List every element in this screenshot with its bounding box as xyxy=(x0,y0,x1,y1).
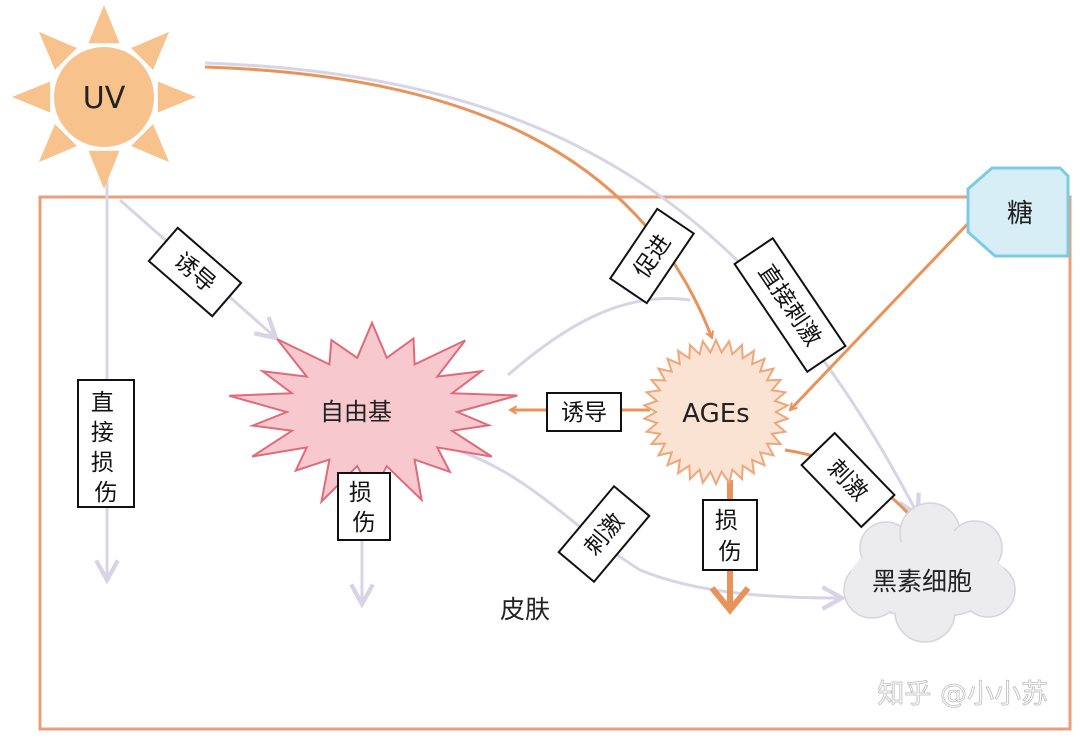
ages-node: AGEs xyxy=(641,337,791,487)
watermark: 知乎 @小小苏 xyxy=(877,679,1048,710)
arrow-free-radical-to-ages xyxy=(507,297,691,377)
ages-label: AGEs xyxy=(682,399,749,429)
label-uv-direct-damage: 直 接 损 伤 xyxy=(77,379,135,508)
svg-text:损 伤: 损 伤 xyxy=(349,480,379,536)
sun-ray xyxy=(157,81,196,113)
melanocyte-node xyxy=(843,502,1016,643)
label-uv-induce-free-radical: 诱导 xyxy=(147,226,243,318)
sun-ray xyxy=(12,81,51,113)
skin-region xyxy=(38,195,1072,731)
svg-text:诱导: 诱导 xyxy=(561,400,607,426)
melanocyte-label: 黑素细胞 xyxy=(872,567,972,596)
label-ages-induce-free-radical: 诱导 xyxy=(546,392,622,432)
skin-label: 皮肤 xyxy=(500,595,550,624)
uv-sun: UV xyxy=(12,5,196,189)
arrow-sugar-to-ages xyxy=(790,211,980,410)
svg-text:直 接 损 伤: 直 接 损 伤 xyxy=(91,390,121,506)
arrow-uv-promote-ages xyxy=(204,65,712,338)
label-free-radical-stimulate: 刺激 xyxy=(557,484,651,584)
label-uv-promote-ages: 促进 xyxy=(608,207,696,305)
sun-ray xyxy=(131,124,170,163)
sun-ray xyxy=(38,124,77,163)
sun-rays-icon xyxy=(12,5,196,189)
sun-ray xyxy=(131,31,170,70)
svg-text:损 伤: 损 伤 xyxy=(715,508,745,565)
label-free-radical-damage: 损 伤 xyxy=(337,472,391,541)
arrow-uv-direct-stimulate xyxy=(204,61,918,515)
sun-ray xyxy=(88,5,120,44)
uv-label: UV xyxy=(83,81,126,116)
sun-ray xyxy=(38,31,77,70)
label-ages-damage: 损 伤 xyxy=(702,499,758,571)
free-radical-label: 自由基 xyxy=(320,398,392,426)
free-radical-node: 自由基 xyxy=(229,320,518,505)
sugar-node: 糖 xyxy=(966,166,1070,258)
sun-ray xyxy=(88,150,120,189)
sugar-label: 糖 xyxy=(1007,199,1033,229)
arrow-free-radical-stimulate xyxy=(419,438,842,598)
